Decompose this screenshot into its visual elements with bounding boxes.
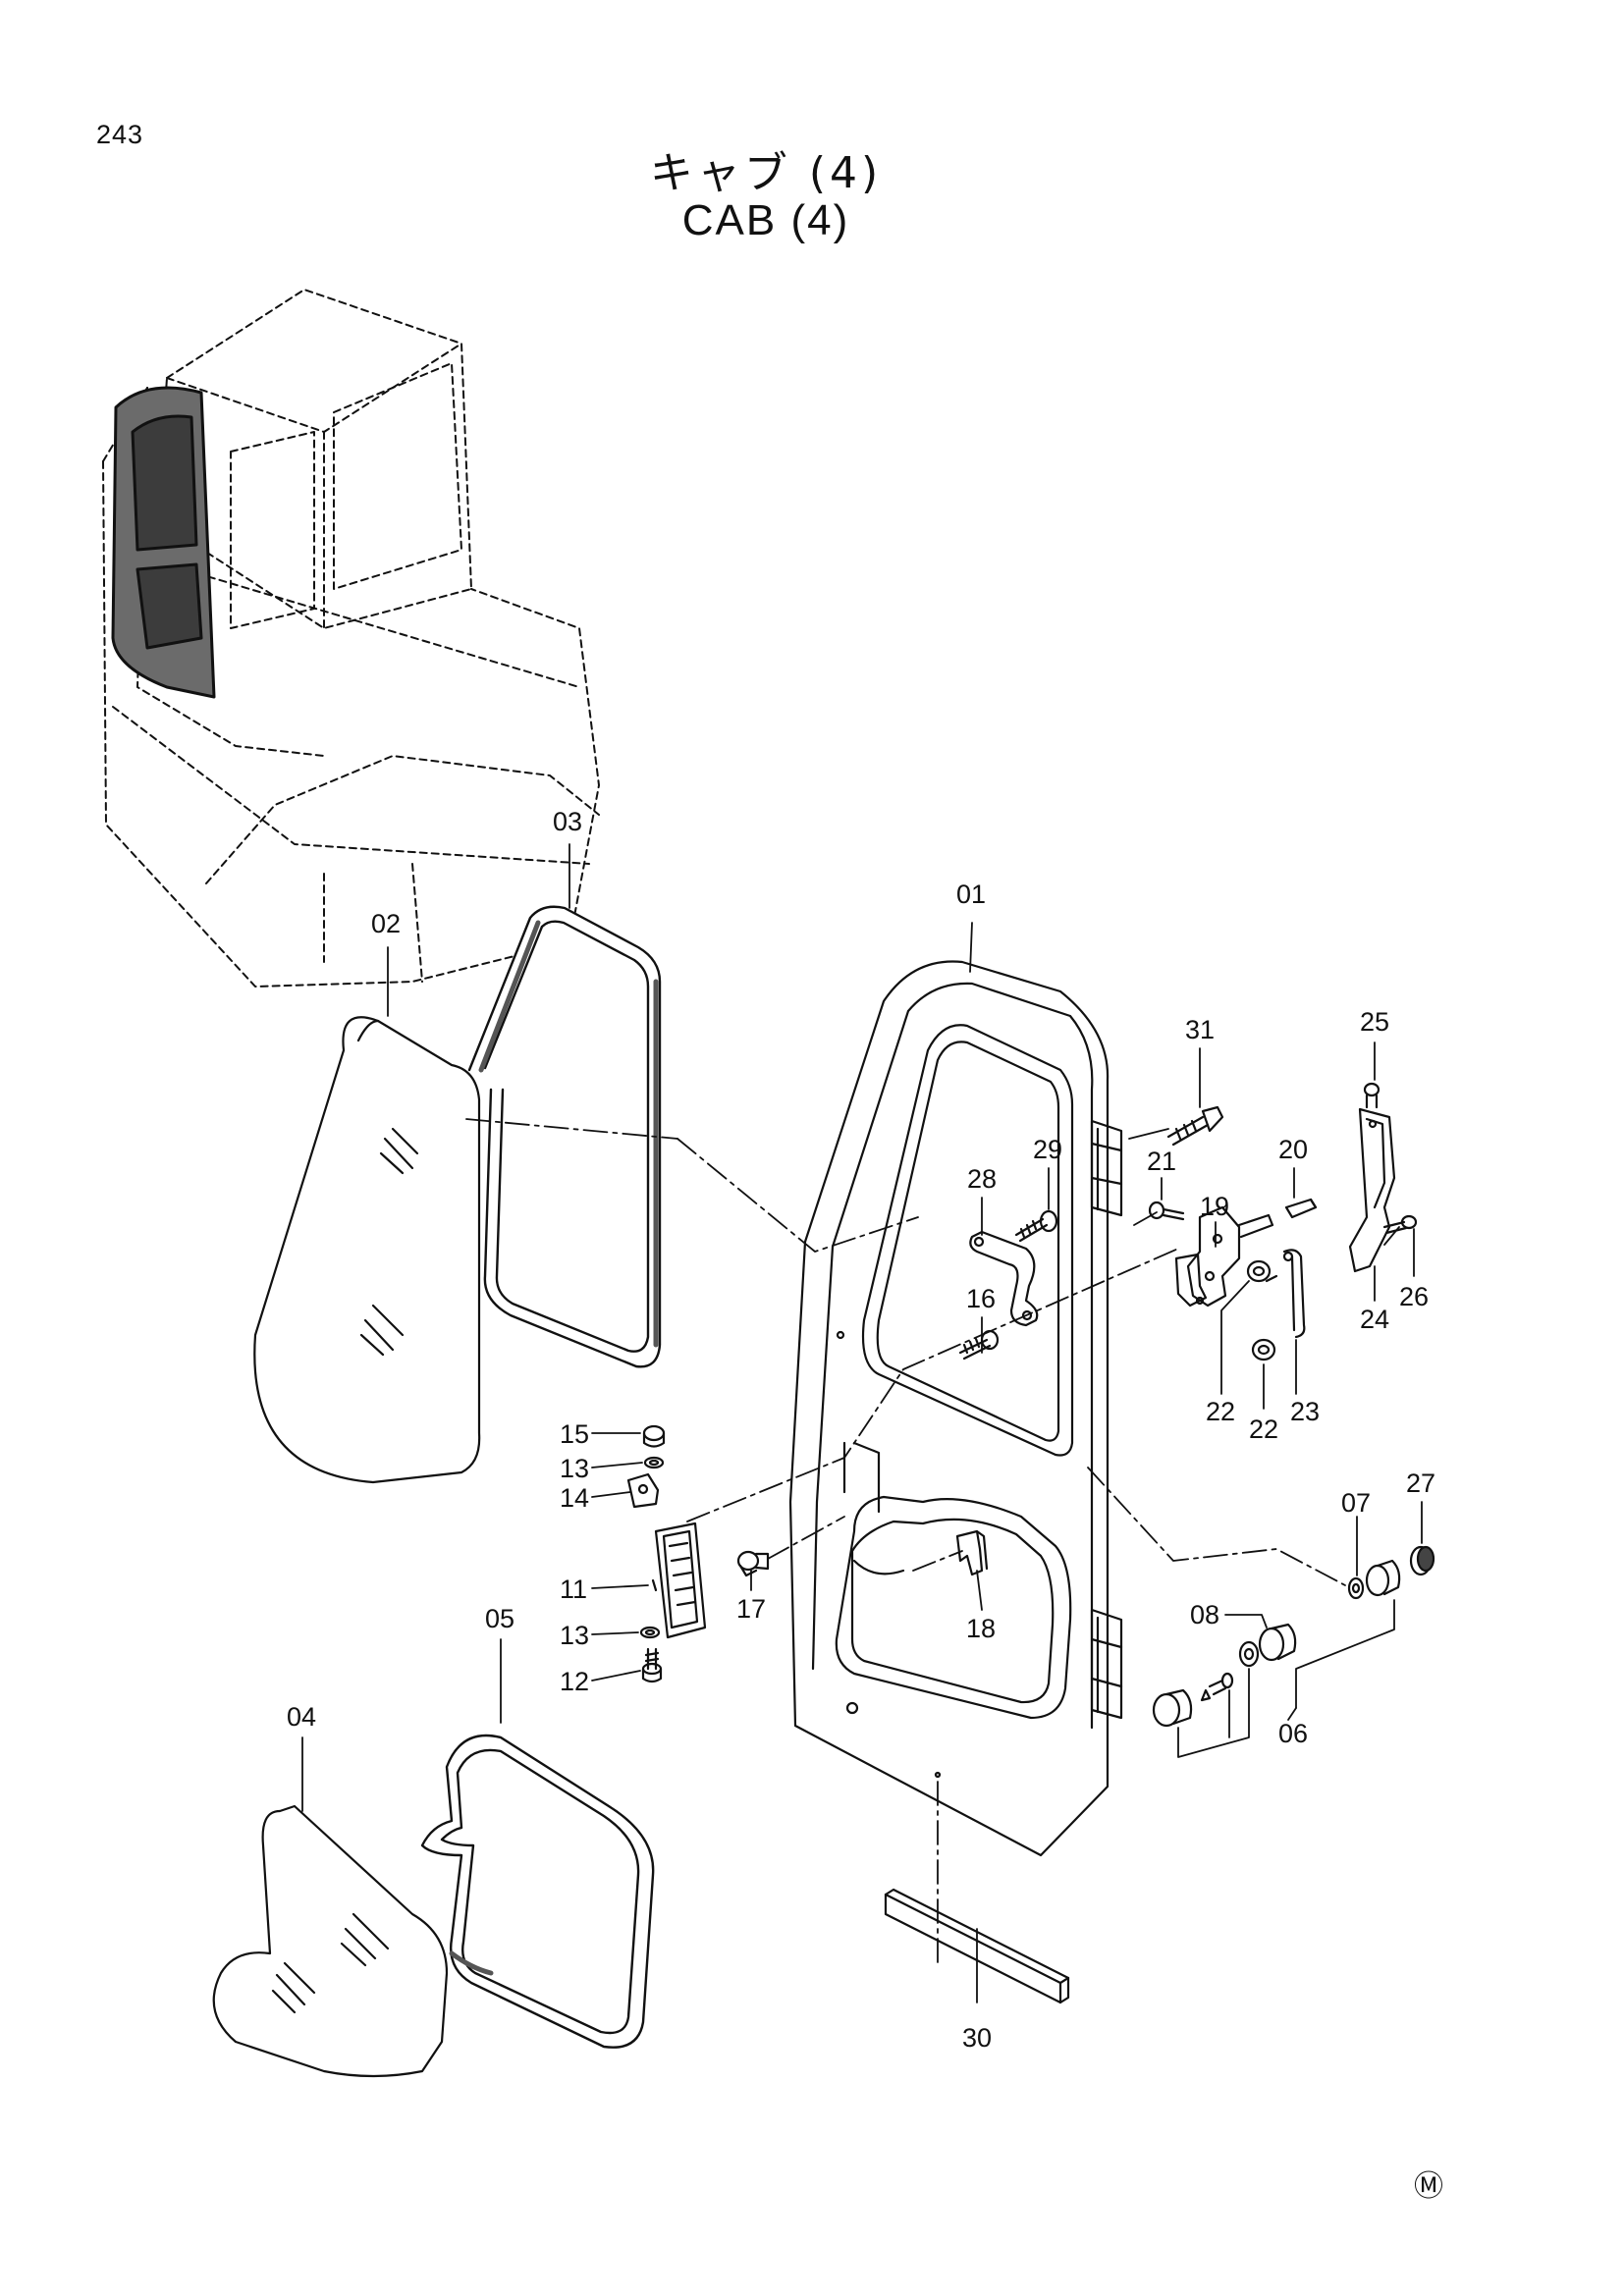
cap-27 [1409, 1545, 1435, 1576]
lower-glass-04 [212, 1804, 449, 2078]
page-title-english: CAB (4) [681, 196, 850, 244]
page-title-japanese: キャブ (4) [649, 148, 883, 198]
callout-labels: 01 02 03 04 05 06 07 08 11 12 13 13 14 1… [287, 807, 1443, 2204]
pin-20 [1284, 1198, 1318, 1219]
callout-17: 17 [736, 1594, 766, 1624]
bracket-24 [1348, 1107, 1396, 1273]
bracket-14 [626, 1472, 660, 1509]
damper-set-06 [1152, 1640, 1260, 1728]
callout-13-lower: 13 [560, 1621, 589, 1650]
inner-handle-11 [651, 1522, 707, 1639]
highlighted-door-overview [111, 386, 216, 699]
callout-02: 02 [371, 909, 401, 938]
nut-15 [642, 1424, 666, 1448]
callout-13-upper: 13 [560, 1454, 589, 1483]
callout-12: 12 [560, 1667, 589, 1696]
callout-24: 24 [1360, 1305, 1389, 1334]
upper-glass-02 [253, 1016, 481, 1484]
washer-13-lower [639, 1626, 661, 1639]
bolt-12 [641, 1647, 663, 1683]
callout-01: 01 [956, 880, 986, 909]
callout-27: 27 [1406, 1468, 1435, 1498]
washer-07 [1347, 1576, 1365, 1600]
callout-22-left: 22 [1206, 1397, 1235, 1426]
striker-17 [736, 1550, 770, 1577]
callout-25: 25 [1360, 1007, 1389, 1037]
callout-28: 28 [967, 1164, 997, 1194]
reference-lines [465, 1118, 1400, 1969]
callout-06: 06 [1278, 1719, 1308, 1748]
callout-18: 18 [966, 1614, 996, 1643]
upper-seal-03 [467, 905, 662, 1368]
collar-22-lower [1251, 1338, 1276, 1362]
callout-19: 19 [1200, 1192, 1229, 1221]
callout-21: 21 [1147, 1147, 1176, 1176]
callout-31: 31 [1185, 1015, 1215, 1044]
weatherstrip-30 [884, 1888, 1070, 2004]
callout-14: 14 [560, 1483, 589, 1513]
screw-25 [1363, 1082, 1380, 1109]
clip-18 [955, 1529, 989, 1576]
screw-21 [1148, 1201, 1185, 1221]
lower-seal-05 [420, 1734, 655, 2049]
collar-22-upper [1246, 1259, 1278, 1283]
callout-11: 11 [560, 1575, 587, 1604]
callout-leaders [301, 843, 1423, 2003]
callout-15: 15 [560, 1419, 589, 1449]
link-rod-23 [1282, 1249, 1306, 1339]
m-mark: Ⓜ [1414, 2169, 1443, 2204]
callout-26: 26 [1399, 1282, 1429, 1311]
callout-03: 03 [553, 807, 582, 836]
lock-assembly-19 [1174, 1205, 1274, 1308]
callout-07: 07 [1341, 1488, 1371, 1518]
spacer-07-cylinder [1365, 1559, 1401, 1597]
callout-04: 04 [287, 1702, 316, 1732]
damper-08 [1258, 1623, 1297, 1662]
washer-13-upper [643, 1456, 665, 1469]
callout-23: 23 [1290, 1397, 1320, 1426]
callout-30: 30 [962, 2023, 992, 2053]
callout-22-right: 22 [1249, 1415, 1278, 1444]
callout-29: 29 [1033, 1135, 1062, 1164]
screw-31 [1166, 1105, 1224, 1147]
callout-08: 08 [1190, 1600, 1219, 1629]
callout-16: 16 [966, 1284, 996, 1313]
page-number: 243 [96, 120, 144, 149]
door-frame-01 [788, 960, 1123, 1857]
screw-29 [1014, 1209, 1058, 1243]
bracket-28 [969, 1230, 1039, 1327]
callout-20: 20 [1278, 1135, 1308, 1164]
callout-05: 05 [485, 1604, 514, 1633]
